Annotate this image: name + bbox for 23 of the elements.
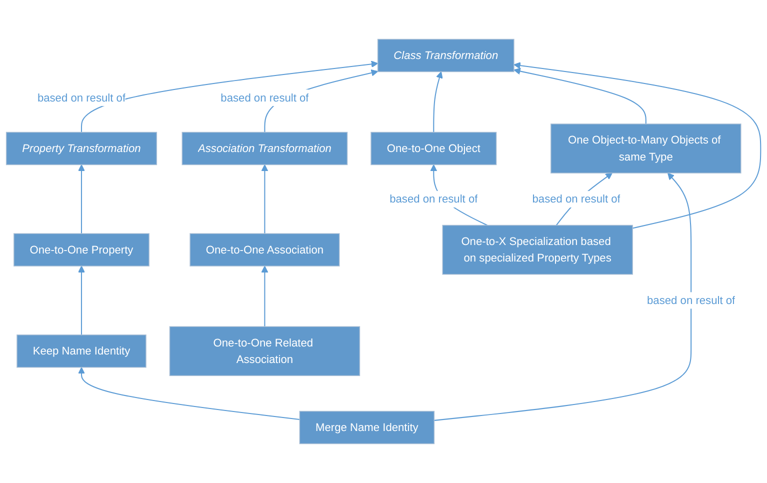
node-box: One-to-One Association bbox=[190, 233, 340, 266]
arrow bbox=[514, 68, 646, 124]
node-box: Keep Name Identity bbox=[16, 334, 146, 368]
node-box: Class Transformation bbox=[377, 38, 514, 72]
node-box: One-to-One Object bbox=[370, 132, 497, 166]
edge-label: based on result of bbox=[647, 294, 736, 306]
node-box: One-to-One Property bbox=[14, 233, 150, 266]
node-box: One-to-One Related Association bbox=[169, 326, 360, 376]
node-box: Merge Name Identity bbox=[299, 410, 435, 444]
arrow bbox=[78, 367, 300, 420]
edge-label: based on result of bbox=[37, 91, 126, 104]
node-box: One Object-to-Many Objects of same Type bbox=[550, 124, 742, 174]
arrow bbox=[78, 164, 85, 234]
edge-label: based on result of bbox=[220, 91, 309, 104]
edge-label: based on result of bbox=[390, 192, 478, 206]
arrow bbox=[433, 71, 443, 132]
arrow bbox=[514, 62, 762, 229]
arrow bbox=[261, 266, 268, 327]
arrow bbox=[78, 266, 85, 335]
edge-label: based on result of bbox=[532, 192, 620, 206]
node-box: One-to-X Specialization based on specialized Property Types bbox=[442, 224, 633, 275]
arrow bbox=[261, 164, 268, 234]
node-box: Property Transformation bbox=[6, 132, 158, 166]
